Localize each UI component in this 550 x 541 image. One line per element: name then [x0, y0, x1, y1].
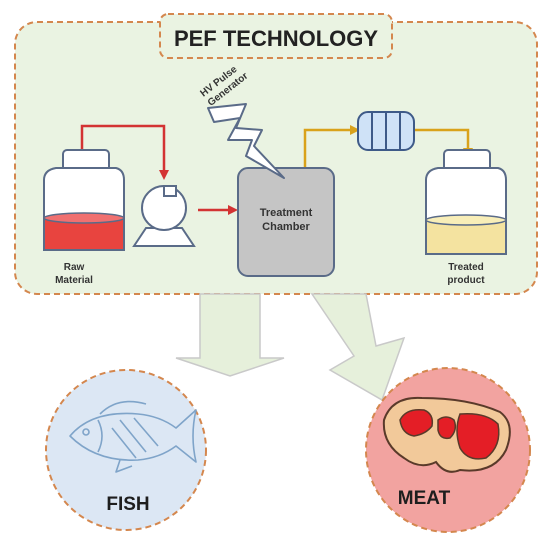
pump-icon — [132, 185, 196, 247]
title-box — [159, 13, 393, 59]
raw-label-line1: Raw — [64, 262, 85, 273]
gold-pipe — [303, 128, 470, 170]
fish-icon — [69, 400, 197, 473]
treated-product-vessel — [425, 149, 507, 255]
treated-label-line1: Treated — [448, 262, 484, 273]
fish-label: FISH — [106, 494, 149, 515]
pipe-arrow-icon — [159, 170, 169, 180]
raw-label-line2: Material — [55, 275, 93, 286]
treatment-chamber — [237, 167, 335, 277]
steak-icon — [382, 396, 511, 473]
diagram-title: PEF TECHNOLOGY — [174, 26, 378, 51]
arrow-to-fish — [175, 293, 285, 377]
chamber-label-line2: Chamber — [262, 221, 310, 233]
filter-cartridge-icon — [357, 111, 415, 151]
lightning-bolt-icon — [207, 103, 285, 179]
arrow-to-meat — [310, 293, 406, 402]
fish-circle — [45, 369, 207, 531]
pipe-arrow-icon — [350, 125, 360, 135]
meat-label: MEAT — [398, 488, 451, 509]
pipe-arrow-icon — [228, 205, 238, 215]
treated-label-line2: product — [447, 275, 485, 286]
process-panel — [14, 21, 538, 295]
chamber-label-line1: Treatment — [260, 207, 313, 219]
raw-material-vessel — [43, 149, 125, 251]
